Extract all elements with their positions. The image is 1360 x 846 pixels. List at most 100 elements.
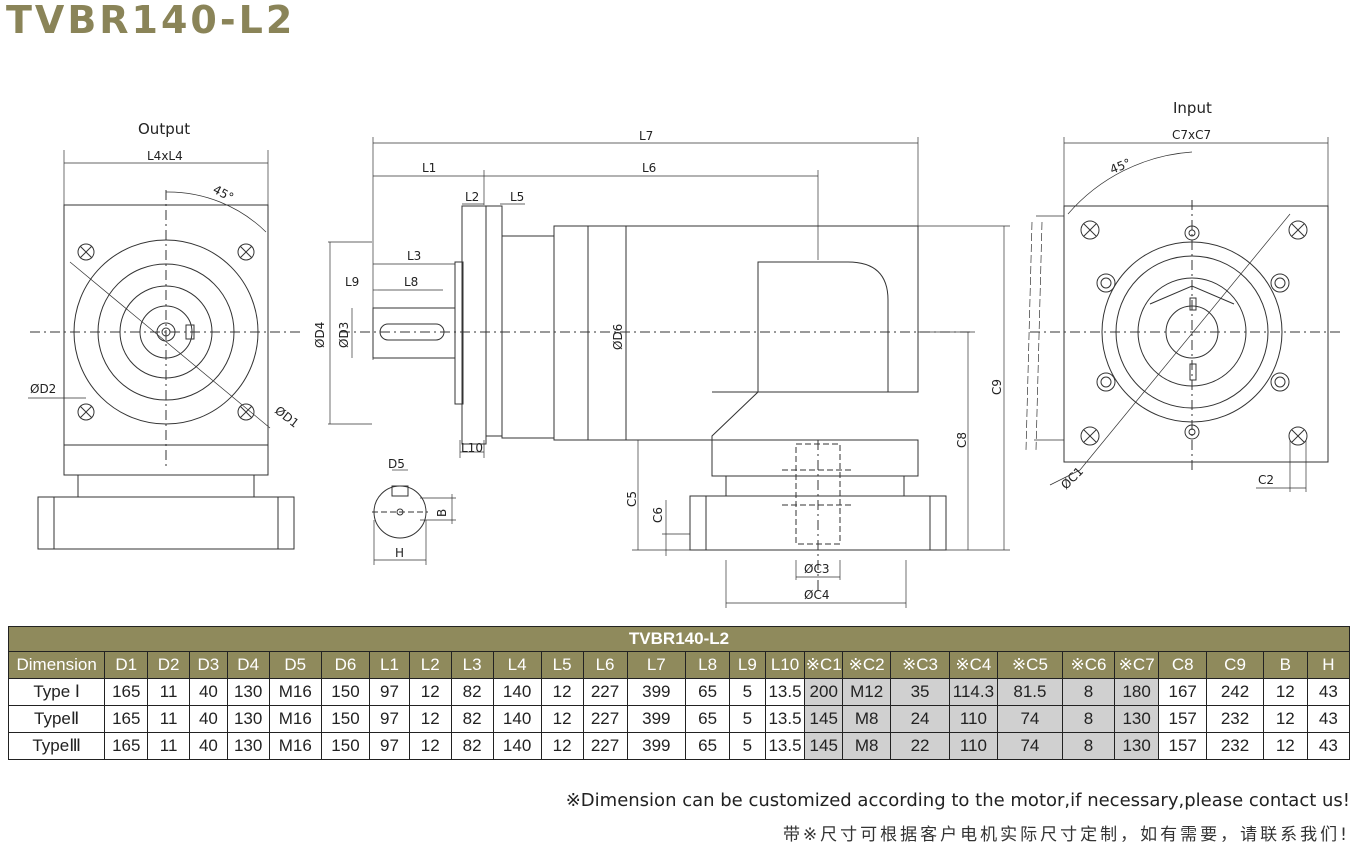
table-header-cell: L9 [729, 651, 766, 679]
table-cell: 227 [582, 732, 628, 760]
table-cell: 8 [1061, 732, 1116, 760]
label-l1: L1 [422, 161, 436, 175]
table-cell: 130 [226, 732, 270, 760]
table-cell: 5 [729, 705, 766, 733]
table-cell: 43 [1306, 705, 1351, 733]
table-cell: 97 [369, 705, 410, 733]
table-header-cell: ※C4 [948, 651, 998, 679]
table-header-cell: ※C2 [842, 651, 892, 679]
table-cell: 11 [147, 678, 191, 706]
table-cell: 165 [104, 705, 149, 733]
label-l9: L9 [345, 275, 359, 289]
table-cell: 12 [540, 732, 584, 760]
table-header-cell: L5 [540, 651, 584, 679]
table-header-cell: L7 [626, 651, 687, 679]
table-cell: 167 [1158, 678, 1208, 706]
label-d3: ØD3 [337, 322, 351, 348]
table-cell: M16 [268, 705, 322, 733]
table-cell: 65 [685, 678, 731, 706]
table-header-cell: H [1306, 651, 1351, 679]
table-cell: 200 [804, 678, 844, 706]
table-cell: M8 [842, 732, 892, 760]
output-bolt-holes [77, 243, 255, 421]
table-cell: 12 [408, 678, 452, 706]
label-b: B [435, 509, 449, 517]
table-cell: 40 [189, 732, 228, 760]
table-header-cell: L3 [450, 651, 494, 679]
table-cell: 150 [320, 732, 371, 760]
table-cell: 399 [626, 678, 687, 706]
table-header-cell: C8 [1158, 651, 1208, 679]
table-cell: M8 [842, 705, 892, 733]
table-header-cell: D4 [226, 651, 270, 679]
label-c5: C5 [625, 491, 639, 507]
table-cell: 35 [890, 678, 950, 706]
table-cell: 12 [408, 705, 452, 733]
table-cell: 399 [626, 732, 687, 760]
page-title: TVBR140-L2 [6, 0, 296, 42]
table-cell: 157 [1158, 705, 1208, 733]
label-d1: ØD1 [272, 403, 301, 430]
table-cell: 43 [1306, 678, 1351, 706]
table-cell: 130 [226, 705, 270, 733]
table-header-cell: D1 [104, 651, 149, 679]
label-c8: C8 [955, 432, 969, 448]
table-header-cell: ※C7 [1114, 651, 1160, 679]
input-view [1025, 137, 1340, 492]
table-cell: 40 [189, 705, 228, 733]
table-cell: 12 [1262, 732, 1308, 760]
table-cell: 232 [1206, 705, 1264, 733]
label-l3: L3 [407, 249, 421, 263]
shaft-section [372, 469, 456, 565]
table-cell: 8 [1061, 705, 1116, 733]
table-cell: 130 [1114, 732, 1160, 760]
table-cell: 13.5 [764, 732, 806, 760]
output-view-title: Output [138, 120, 190, 138]
table-cell: 82 [450, 678, 494, 706]
table-cell: 242 [1206, 678, 1264, 706]
label-c3: ØC3 [804, 562, 829, 576]
table-cell: 150 [320, 705, 371, 733]
label-d6: ØD6 [611, 324, 625, 350]
table-cell: 82 [450, 732, 494, 760]
table-header-cell: D3 [189, 651, 228, 679]
table-header-cell: ※C1 [804, 651, 844, 679]
label-d4: ØD4 [313, 322, 327, 348]
label-l5: L5 [510, 190, 524, 204]
table-header-cell: L10 [764, 651, 806, 679]
table-caption: TVBR140-L2 [8, 626, 1350, 652]
label-l7: L7 [639, 129, 653, 143]
table-header-cell: D2 [147, 651, 191, 679]
table-header-cell: C9 [1206, 651, 1264, 679]
table-header-cell: Dimension [7, 651, 106, 679]
table-cell: 145 [804, 705, 844, 733]
label-c1: ØC1 [1058, 464, 1086, 492]
table-cell: 165 [104, 678, 149, 706]
note-english: ※Dimension can be customized according t… [565, 790, 1350, 811]
table-cell: 11 [147, 705, 191, 733]
label-l8: L8 [404, 275, 418, 289]
table-header-cell: B [1262, 651, 1308, 679]
table-cell: 97 [369, 678, 410, 706]
label-c4: ØC4 [804, 588, 829, 602]
table-cell: 74 [996, 732, 1063, 760]
label-c9: C9 [990, 379, 1004, 395]
table-cell: 140 [492, 705, 542, 733]
input-bolt-holes [1080, 220, 1308, 446]
label-c2: C2 [1258, 473, 1274, 487]
label-d5: D5 [388, 457, 405, 471]
table-header-cell: ※C5 [996, 651, 1063, 679]
table-cell: 65 [685, 732, 731, 760]
table-row-label: TypeⅢ [7, 732, 106, 760]
table-header-cell: L4 [492, 651, 542, 679]
note-chinese: 带※尺寸可根据客户电机实际尺寸定制，如有需要，请联系我们! [782, 825, 1350, 845]
table-cell: 22 [890, 732, 950, 760]
table-cell: 130 [226, 678, 270, 706]
table-row-label: TypeⅡ [7, 705, 106, 733]
table-cell: 12 [540, 705, 584, 733]
label-angle-output: 45° [211, 182, 236, 204]
table-cell: M16 [268, 678, 322, 706]
table-row-label: Type Ⅰ [7, 678, 106, 706]
